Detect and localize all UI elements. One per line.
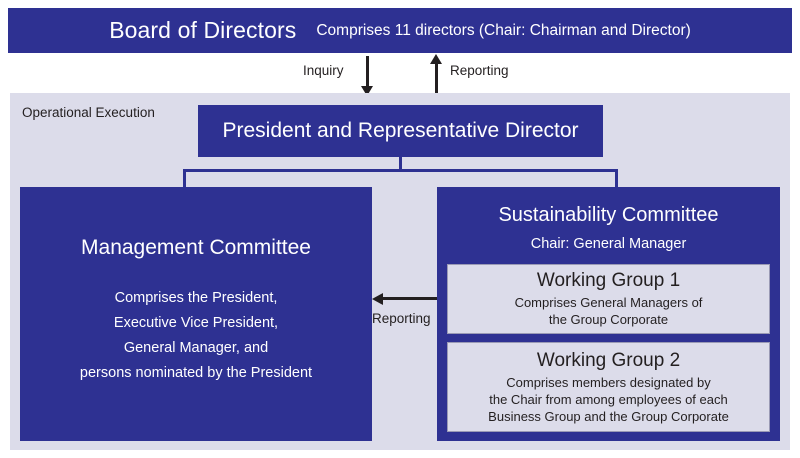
working-group-2-description: Comprises members designated by the Chai…	[488, 374, 729, 425]
sustainability-committee-box: Sustainability Committee Chair: General …	[437, 187, 780, 441]
board-of-directors-subtitle: Comprises 11 directors (Chair: Chairman …	[316, 21, 691, 39]
sustainability-committee-chair: Chair: General Manager	[530, 236, 687, 252]
reporting-arrow-left-icon	[380, 297, 442, 300]
management-committee-description: Comprises the President, Executive Vice …	[80, 286, 312, 386]
connector-president-vertical	[399, 157, 402, 172]
working-group-1-line: Comprises General Managers of	[514, 295, 703, 310]
board-of-directors-title: Board of Directors	[109, 17, 297, 43]
working-group-2-line: Business Group and the Group Corporate	[488, 408, 729, 424]
working-group-2-line: Comprises members designated by	[506, 374, 711, 390]
connector-sustainability-vertical	[615, 169, 618, 187]
connector-management-vertical	[183, 169, 186, 187]
management-committee-line: Executive Vice President,	[113, 315, 279, 331]
working-group-2-title: Working Group 2	[536, 349, 681, 371]
reporting-arrow-head-icon	[372, 292, 383, 305]
board-flow-arrows: Inquiry Reporting	[0, 53, 800, 96]
management-committee-line: General Manager, and	[123, 340, 269, 356]
connector-horizontal-bus	[183, 169, 618, 172]
president-box: President and Representative Director	[198, 105, 603, 157]
president-title: President and Representative Director	[222, 119, 579, 142]
working-group-1-box: Working Group 1 Comprises General Manage…	[447, 264, 770, 334]
inquiry-label: Inquiry	[303, 63, 344, 78]
sustainability-committee-title: Sustainability Committee	[498, 204, 719, 226]
operational-execution-label: Operational Execution	[22, 105, 155, 120]
working-group-1-description: Comprises General Managers of the Group …	[515, 294, 703, 328]
board-of-directors-box: Board of Directors Comprises 11 director…	[8, 8, 792, 53]
reporting-label-top: Reporting	[450, 63, 509, 78]
management-committee-title: Management Committee	[81, 236, 311, 259]
management-committee-line: Comprises the President,	[114, 290, 278, 306]
working-group-1-line: the Group Corporate	[548, 312, 669, 327]
working-group-1-title: Working Group 1	[536, 270, 681, 291]
operational-execution-panel: Operational Execution President and Repr…	[10, 93, 790, 450]
management-committee-line: persons nominated by the President	[79, 365, 313, 381]
working-group-2-box: Working Group 2 Comprises members design…	[447, 342, 770, 432]
reporting-label-middle: Reporting	[372, 311, 431, 326]
management-committee-box: Management Committee Comprises the Presi…	[20, 187, 372, 441]
working-group-2-line: the Chair from among employees of each	[489, 391, 728, 407]
